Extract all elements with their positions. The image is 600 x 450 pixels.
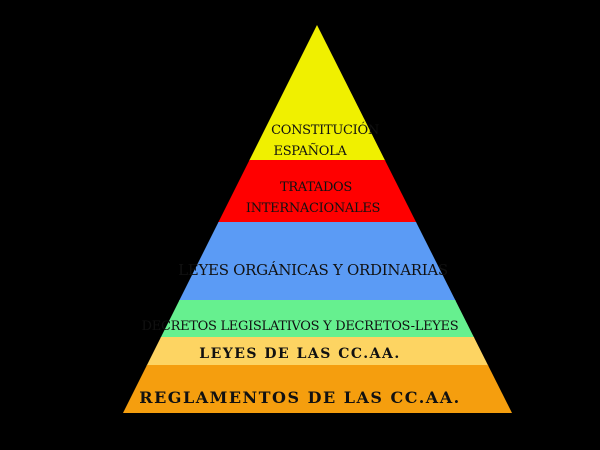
level-3-label: LEYES ORGÁNICAS Y ORDINARIAS xyxy=(178,261,448,279)
level-5-label: LEYES DE LAS CC.AA. xyxy=(199,346,401,362)
level-reglamentos-band xyxy=(123,365,512,413)
level-2-label-line-2: INTERNACIONALES xyxy=(246,201,380,216)
level-decretos-band xyxy=(123,300,512,338)
level-1-label-line-2: ESPAÑOLA xyxy=(274,143,348,159)
level-2-label-line-1: TRATADOS xyxy=(280,180,352,195)
level-6-label: REGLAMENTOS DE LAS CC.AA. xyxy=(139,388,460,407)
level-leyes-ccaa-band xyxy=(123,337,512,366)
level-1-label-line-1: CONSTITUCIÓN xyxy=(271,121,379,138)
level-4-label: DECRETOS LEGISLATIVOS Y DECRETOS-LEYES xyxy=(142,319,459,334)
